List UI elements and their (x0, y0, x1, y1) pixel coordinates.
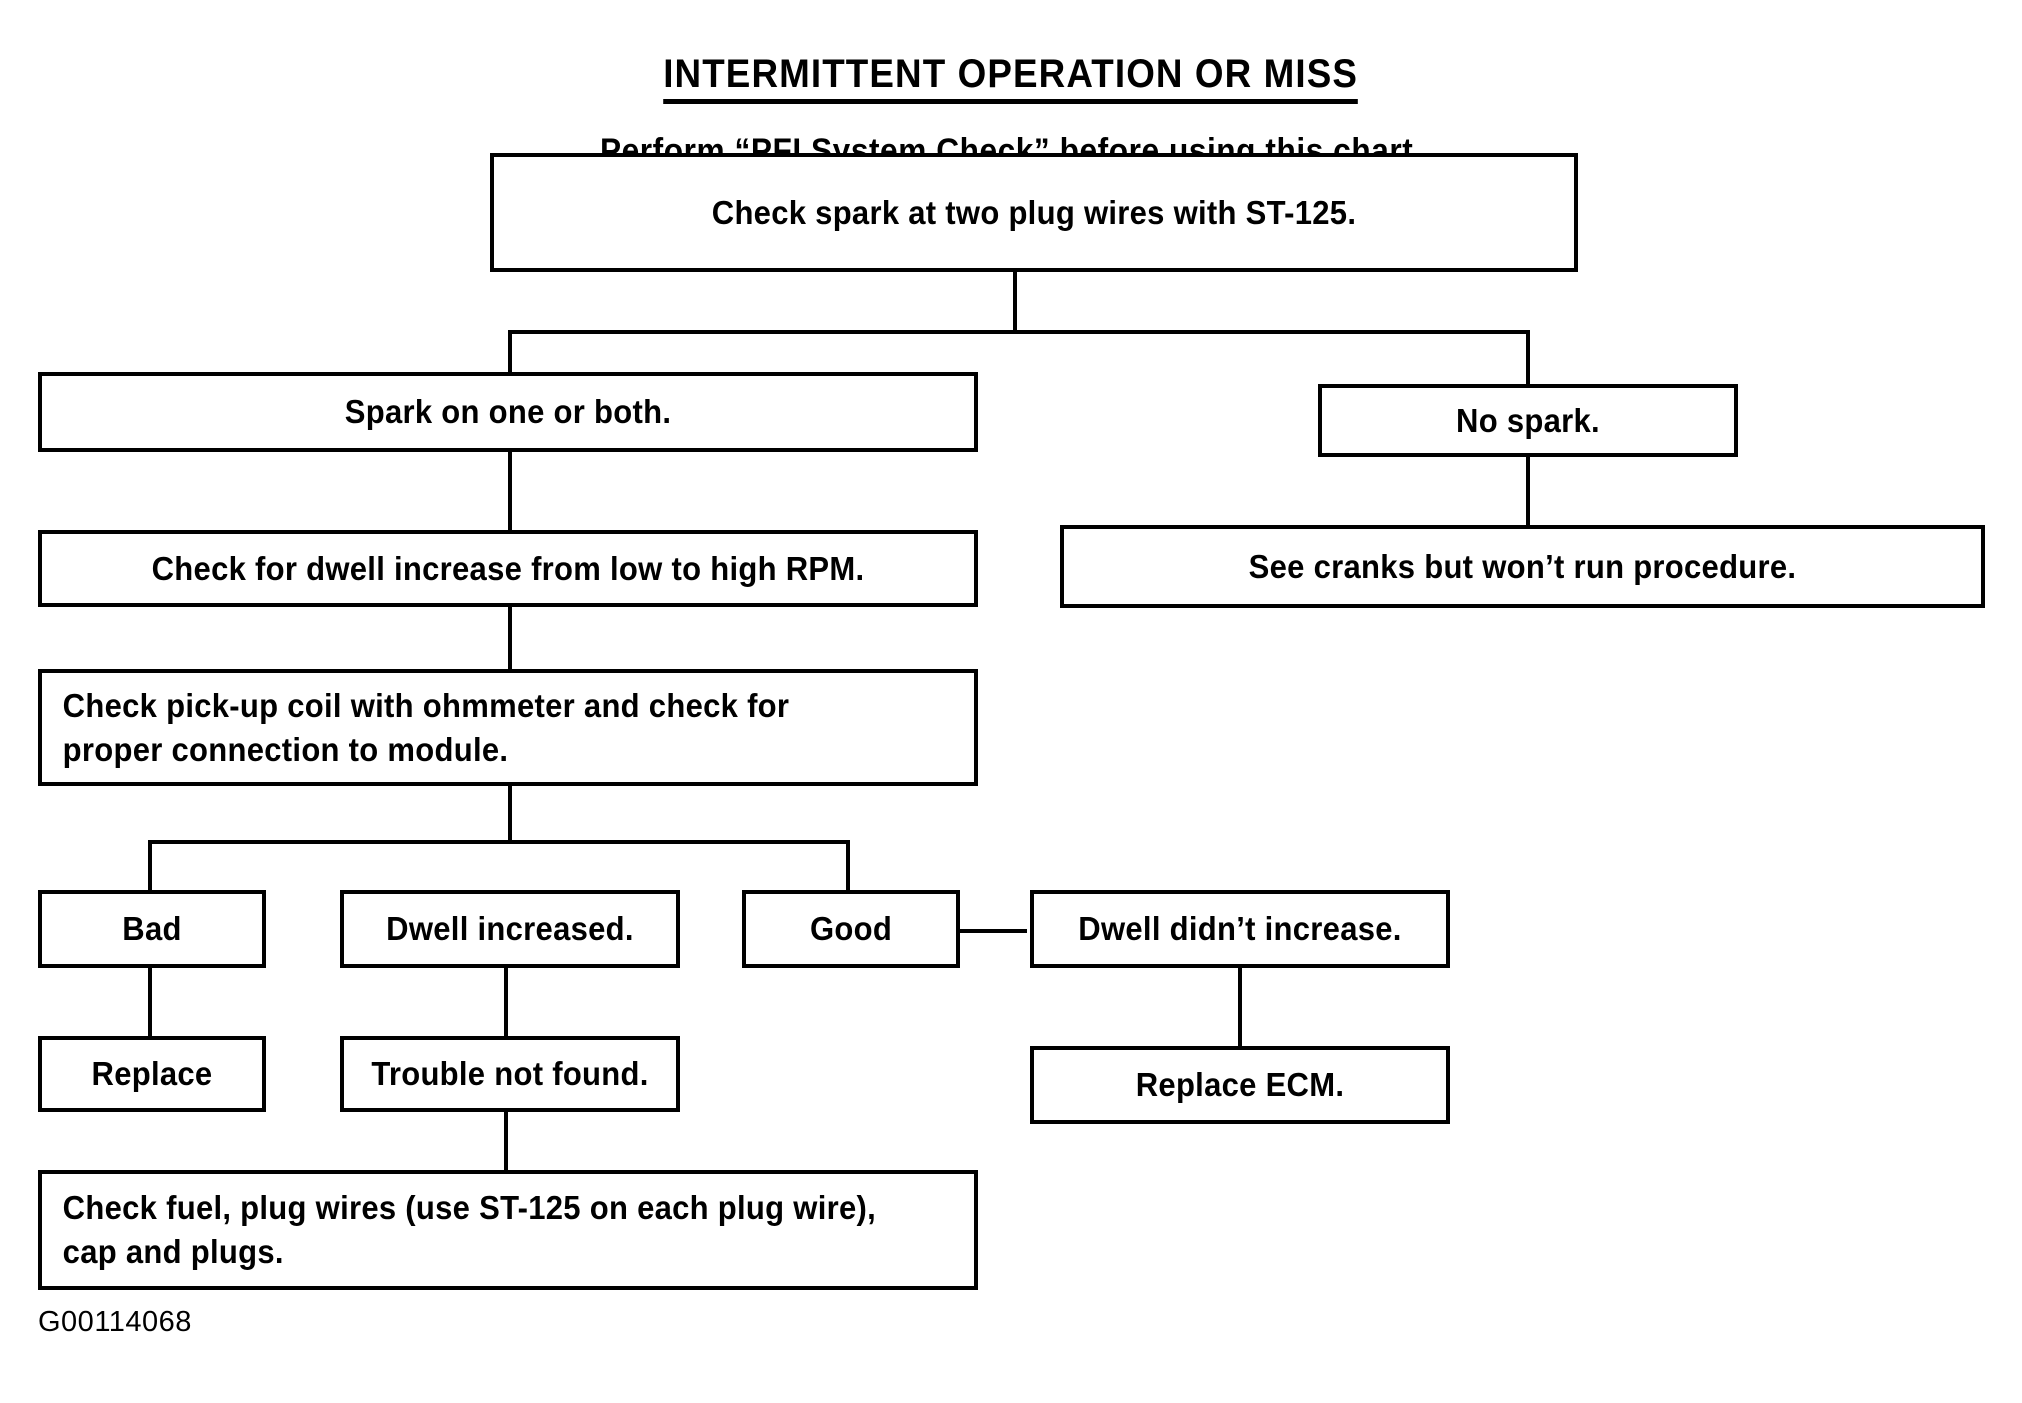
node-bad[interactable]: Bad (38, 890, 266, 968)
node-spark-on-one-or-both[interactable]: Spark on one or both. (38, 372, 978, 452)
node-good[interactable]: Good (742, 890, 960, 968)
edge-n1-to-n3 (1526, 330, 1530, 384)
node-check-pickup-coil[interactable]: Check pick-up coil with ohmmeter and che… (38, 669, 978, 786)
node-label: Replace ECM. (1135, 1066, 1345, 1104)
edge-n10-to-n13 (1238, 968, 1242, 1046)
edge-n6-to-n7 (148, 840, 152, 890)
edge-n7-to-n11 (148, 968, 152, 1036)
page-title-text: INTERMITTENT OPERATION OR MISS (663, 52, 1359, 104)
node-label: Spark on one or both. (344, 393, 672, 431)
node-check-fuel-plug-wires[interactable]: Check fuel, plug wires (use ST-125 on ea… (38, 1170, 978, 1290)
node-label: Bad (122, 910, 182, 948)
page-title: INTERMITTENT OPERATION OR MISS (0, 52, 2022, 104)
edge-n2-to-n4 (508, 452, 512, 530)
node-dwell-increased[interactable]: Dwell increased. (340, 890, 680, 968)
edge-n8-to-n12 (504, 968, 508, 1036)
node-check-spark-two-plug-wires[interactable]: Check spark at two plug wires with ST-12… (490, 153, 1578, 272)
edge-n6-stem (508, 786, 512, 842)
edge-n9-to-n10 (959, 929, 1027, 933)
node-label: Check pick-up coil with ohmmeter and che… (62, 686, 790, 768)
node-no-spark[interactable]: No spark. (1318, 384, 1738, 457)
edge-n1-splitbar (508, 330, 1530, 334)
node-label: Good (809, 910, 893, 948)
node-replace[interactable]: Replace (38, 1036, 266, 1112)
edge-n6-to-n9 (846, 840, 850, 890)
edge-n4-to-n6 (508, 607, 512, 669)
node-label: Replace (91, 1055, 213, 1093)
node-label: Trouble not found. (371, 1055, 649, 1093)
node-label: Check for dwell increase from low to hig… (151, 549, 865, 587)
figure-code: G00114068 (38, 1306, 192, 1338)
edge-n1-to-n2 (508, 330, 512, 372)
node-label: Check spark at two plug wires with ST-12… (711, 193, 1357, 231)
edge-n6-splitbar (148, 840, 850, 844)
node-check-dwell-increase[interactable]: Check for dwell increase from low to hig… (38, 530, 978, 607)
node-dwell-didnt-increase[interactable]: Dwell didn’t increase. (1030, 890, 1450, 968)
node-label: No spark. (1456, 401, 1600, 439)
node-trouble-not-found[interactable]: Trouble not found. (340, 1036, 680, 1112)
edge-n12-to-n14 (504, 1090, 508, 1170)
node-label: Check fuel, plug wires (use ST-125 on ea… (62, 1189, 877, 1270)
node-replace-ecm[interactable]: Replace ECM. (1030, 1046, 1450, 1124)
node-label: See cranks but won’t run procedure. (1248, 547, 1797, 585)
node-see-cranks-but-wont-run[interactable]: See cranks but won’t run procedure. (1060, 525, 1985, 608)
node-label: Dwell didn’t increase. (1078, 910, 1402, 948)
node-label: Dwell increased. (386, 910, 634, 948)
edge-n1-stem (1013, 272, 1017, 332)
edge-n3-to-n5 (1526, 457, 1530, 525)
